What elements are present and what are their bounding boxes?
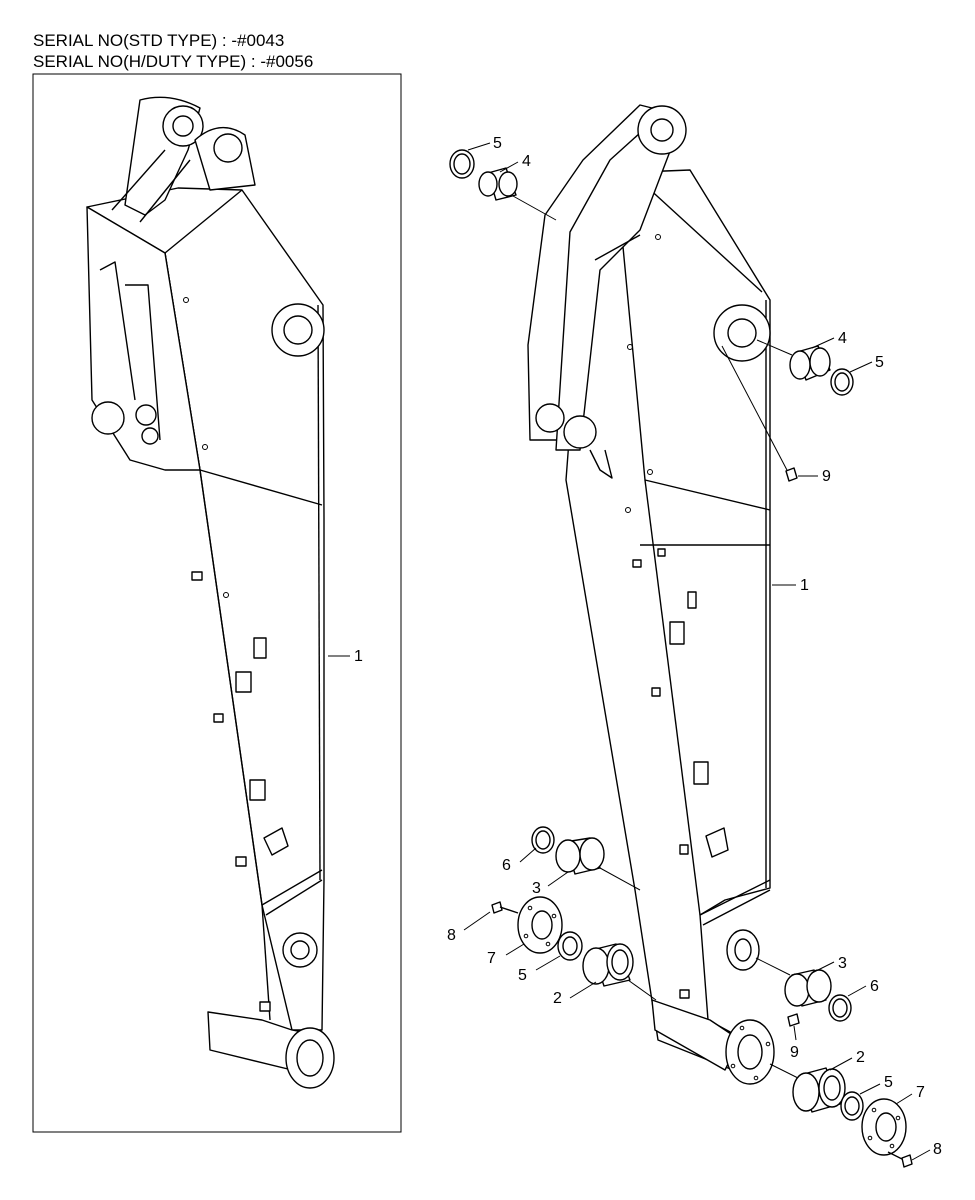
serial-header: SERIAL NO(STD TYPE) : -#0043 SERIAL NO(H… <box>33 30 313 72</box>
callout-3-left: 3 <box>532 880 541 897</box>
left-view-frame <box>32 73 402 1133</box>
ring-5-top-right <box>830 368 854 396</box>
bush-3-left <box>555 837 605 875</box>
callout-6-left: 6 <box>502 857 511 874</box>
callout-9-lower: 9 <box>790 1044 799 1061</box>
right-boom-assembly <box>527 104 775 1085</box>
callout-2-right: 2 <box>856 1049 865 1066</box>
callout-2-left: 2 <box>553 990 562 1007</box>
ring-5-top-left <box>449 149 475 179</box>
serial-std-type: SERIAL NO(STD TYPE) : -#0043 <box>33 31 285 50</box>
callout-7-right: 7 <box>916 1084 925 1101</box>
ring-6-right <box>828 994 852 1022</box>
plate-7-left <box>517 896 563 954</box>
callout-4-top-left: 4 <box>522 153 531 170</box>
bush-2-right <box>792 1067 846 1113</box>
grease-fitting-9-lower <box>787 1013 800 1027</box>
callout-8-right: 8 <box>933 1141 942 1158</box>
callout-8-left: 8 <box>447 927 456 944</box>
bolt-8-left <box>491 901 519 914</box>
serial-hduty-type: SERIAL NO(H/DUTY TYPE) : -#0056 <box>33 52 314 71</box>
callout-9-upper: 9 <box>822 468 831 485</box>
callout-right-1: 1 <box>800 577 809 594</box>
grease-fitting-9-upper <box>785 467 798 482</box>
callout-3-right: 3 <box>838 955 847 972</box>
left-boom-assembly <box>86 96 335 1089</box>
bush-4-top-right <box>789 345 831 381</box>
callout-6-right: 6 <box>870 978 879 995</box>
ring-5-lower-right <box>840 1091 864 1121</box>
plate-7-right <box>861 1098 907 1156</box>
ring-6-left <box>531 826 555 854</box>
bolt-8-right <box>887 1151 913 1168</box>
callout-5-lower-left: 5 <box>518 967 527 984</box>
callout-5-lower-right: 5 <box>884 1074 893 1091</box>
ring-5-lower-left <box>557 931 583 961</box>
callout-4-top-right: 4 <box>838 330 847 347</box>
callout-left-1: 1 <box>354 648 363 665</box>
callout-5-top-right: 5 <box>875 354 884 371</box>
callout-7-left: 7 <box>487 950 496 967</box>
bush-4-top-left <box>478 167 518 201</box>
bush-2-left <box>582 943 634 987</box>
callout-5-top-left: 5 <box>493 135 502 152</box>
bush-3-right <box>784 969 832 1007</box>
